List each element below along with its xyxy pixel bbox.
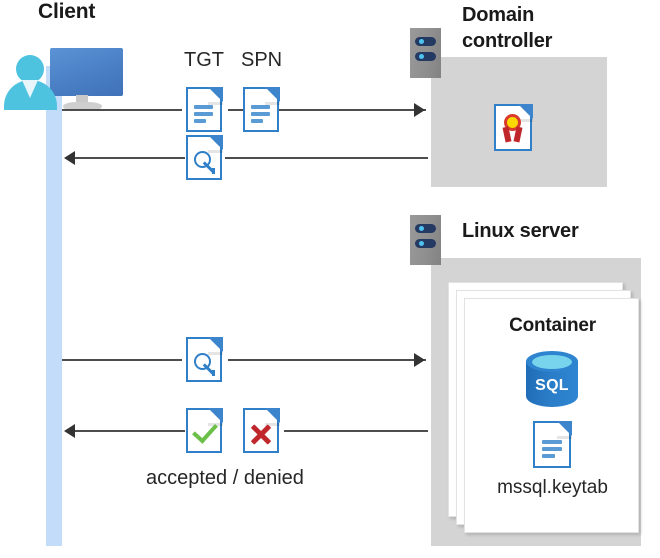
sql-database-text: SQL — [535, 377, 569, 394]
accepted-document-icon — [186, 407, 223, 453]
certificate-document-icon — [494, 103, 533, 151]
present-ticket-key-document-icon — [186, 336, 223, 382]
linux-server-server-icon — [410, 215, 441, 265]
msg-result-right-segment — [284, 430, 428, 432]
monitor-neck-icon — [76, 95, 88, 105]
spn-label: SPN — [241, 49, 283, 71]
service-ticket-key-document-icon — [186, 134, 223, 180]
msg-present-arrowhead — [414, 353, 425, 367]
msg-ticket-left-segment — [75, 157, 185, 159]
msg-result-left-segment — [75, 430, 185, 432]
domain-controller-label-line2: controller — [462, 30, 553, 52]
keytab-document-icon — [533, 420, 572, 468]
client-icon — [0, 20, 130, 110]
msg-present-right-segment — [228, 359, 426, 361]
person-head-icon — [16, 55, 44, 83]
document-fold-corner — [517, 103, 533, 119]
client-label: Client — [38, 0, 96, 23]
domain-controller-server-icon — [410, 28, 441, 78]
domain-controller-label: Domain controller — [462, 2, 552, 54]
msg-request-arrowhead — [414, 103, 425, 117]
msg-ticket-arrowhead — [64, 151, 75, 165]
msg-present-left-segment — [62, 359, 182, 361]
monitor-base-icon — [63, 102, 102, 109]
client-lifeline — [46, 66, 62, 546]
domain-controller-label-line1: Domain — [462, 4, 535, 26]
sql-database-icon: SQL — [526, 351, 578, 407]
container-card-front[interactable]: Container SQL mssql.keytab — [464, 298, 639, 533]
person-collar-icon — [22, 80, 38, 98]
msg-ticket-right-segment — [225, 157, 428, 159]
denied-document-icon — [243, 407, 280, 453]
msg-result-arrowhead — [64, 424, 75, 438]
tgt-label: TGT — [184, 49, 224, 71]
msg-request-right-segment — [228, 109, 426, 111]
cross-icon — [249, 422, 273, 446]
linux-server-label: Linux server — [462, 220, 579, 242]
keytab-filename-label: mssql.keytab — [497, 477, 608, 498]
container-label: Container — [509, 315, 596, 336]
msg-request-left-segment — [62, 109, 182, 111]
monitor-screen-icon — [50, 48, 123, 96]
accepted-denied-caption: accepted / denied — [146, 467, 304, 489]
tgt-document-icon — [186, 86, 223, 132]
spn-document-icon — [243, 86, 280, 132]
